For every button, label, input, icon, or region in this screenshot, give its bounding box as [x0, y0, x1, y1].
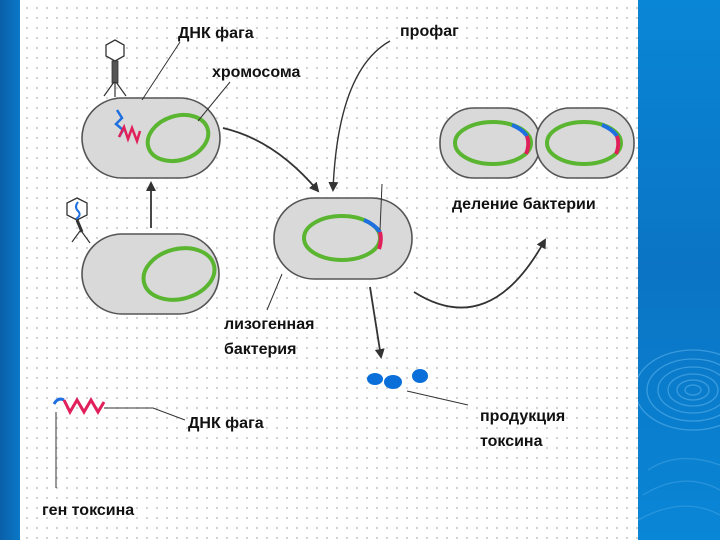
arrow-division: [413, 238, 546, 309]
label-phage-dna-legend: ДНК фага: [188, 415, 264, 432]
label-bacterial-division: деление бактерии: [452, 196, 596, 213]
prophage-blue-segment: [363, 218, 382, 234]
label-chromosome: хромосома: [212, 64, 301, 81]
toxin-dot: [384, 375, 402, 389]
chromosome-ring: [141, 246, 217, 302]
phage-injecting-icon: [103, 39, 127, 97]
label-prophage: профаг: [400, 23, 459, 40]
right-background-band: [638, 0, 720, 540]
arrow-toxin-production: [369, 286, 385, 359]
chromosome-ring: [145, 112, 211, 164]
legend-phage-dna-icon: [52, 397, 106, 416]
prophage-red-segment: [377, 231, 383, 250]
arrow-integration: [222, 127, 320, 193]
prophage-blue-segment: [601, 123, 619, 138]
cell-body: [81, 233, 220, 315]
label-lysogenic-1: лизогенная: [224, 316, 314, 333]
arrow-prophage: [328, 40, 391, 192]
prophage-blue-segment: [511, 123, 529, 138]
prophage-red-segment: [524, 135, 531, 155]
bacterium-uninfected: [81, 233, 220, 315]
label-lysogenic-2: бактерия: [224, 341, 296, 358]
toxin-dot: [412, 369, 428, 383]
dividing-bacteria: [439, 107, 635, 179]
lysogenic-bacterium: [273, 197, 413, 280]
leader-line: [379, 183, 383, 231]
leader-line: [266, 273, 283, 311]
lysogeny-diagram: ДНК фага хромосома лизогенная бактерия п…: [42, 23, 635, 519]
toxin-dot: [367, 373, 383, 385]
cell-body: [273, 197, 413, 280]
prophage-red-segment: [614, 135, 621, 155]
label-toxin-2: токсина: [480, 433, 543, 450]
leader-line: [104, 407, 186, 421]
leader-line: [141, 41, 181, 101]
toxin-molecules: [367, 369, 428, 389]
bacterium-infected: [81, 97, 221, 179]
leader-line: [406, 390, 469, 406]
label-phage-dna: ДНК фага: [178, 25, 254, 42]
leader-line: [197, 81, 231, 122]
left-background-band: [0, 0, 20, 540]
cell-body: [81, 97, 221, 179]
chromosome-ring: [545, 120, 623, 166]
label-toxin-gene: ген токсина: [42, 502, 134, 519]
slide-canvas: ДНК фага хромосома лизогенная бактерия п…: [20, 0, 638, 540]
swirl-decoration-icon: [638, 349, 720, 521]
label-toxin-1: продукция: [480, 408, 565, 425]
chromosome-ring: [453, 120, 533, 166]
phage-dna-red-part: [117, 123, 142, 145]
phage-attaching-icon: [66, 197, 91, 244]
